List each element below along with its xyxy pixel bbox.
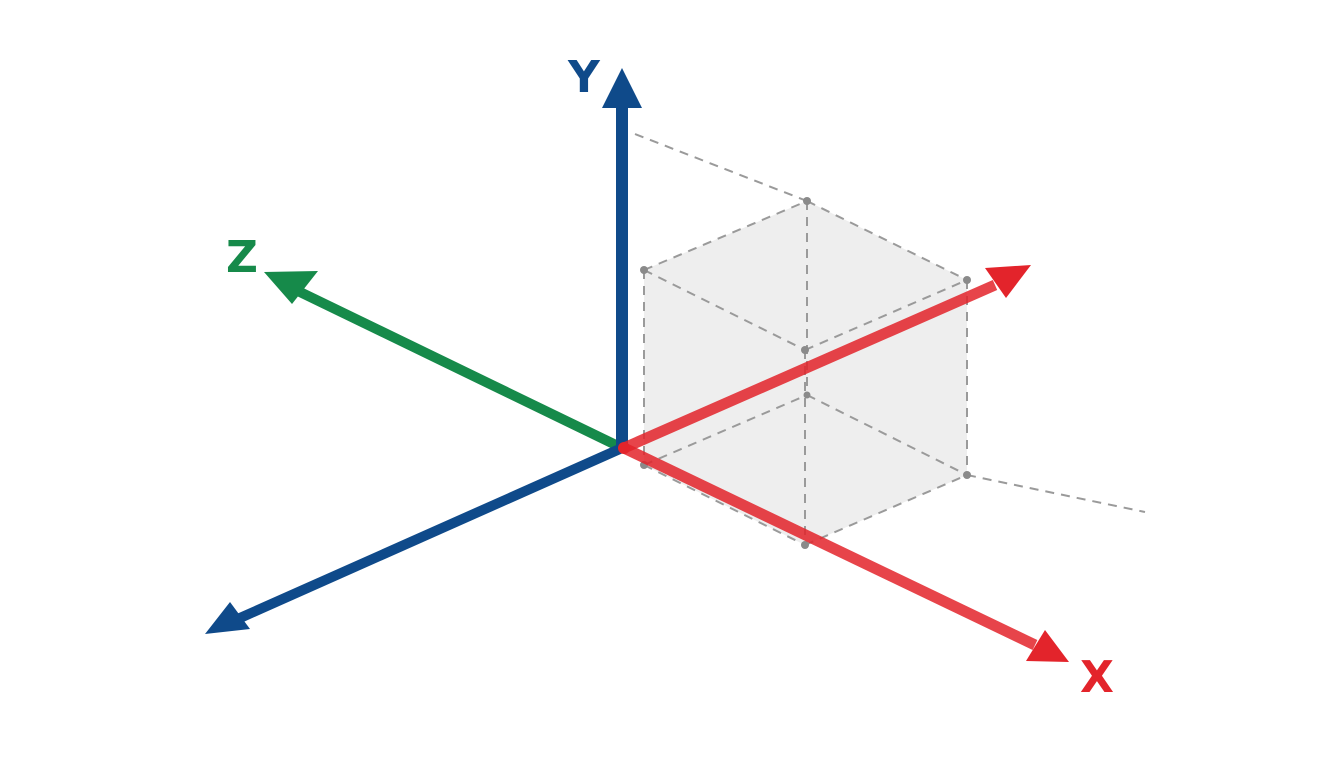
x-arrowhead-icon xyxy=(1026,630,1069,662)
origin xyxy=(618,442,630,454)
cube-face-top xyxy=(644,201,967,350)
cube-edges xyxy=(634,133,1146,546)
lower-left-arrowhead-icon xyxy=(205,602,250,634)
x-axis xyxy=(621,443,1069,662)
x-axis-label: X xyxy=(1080,652,1114,703)
z-axis-label: Z xyxy=(226,232,258,283)
y-axis xyxy=(602,68,642,450)
z-arrowhead-icon xyxy=(264,271,318,304)
y-arrowhead-icon xyxy=(602,68,642,108)
upper-right-arrowhead-icon xyxy=(985,265,1031,298)
z-axis xyxy=(264,271,623,452)
y-axis-label: Y xyxy=(567,52,601,103)
x-axis-upper xyxy=(621,265,1031,454)
negative-z-axis xyxy=(205,443,625,634)
